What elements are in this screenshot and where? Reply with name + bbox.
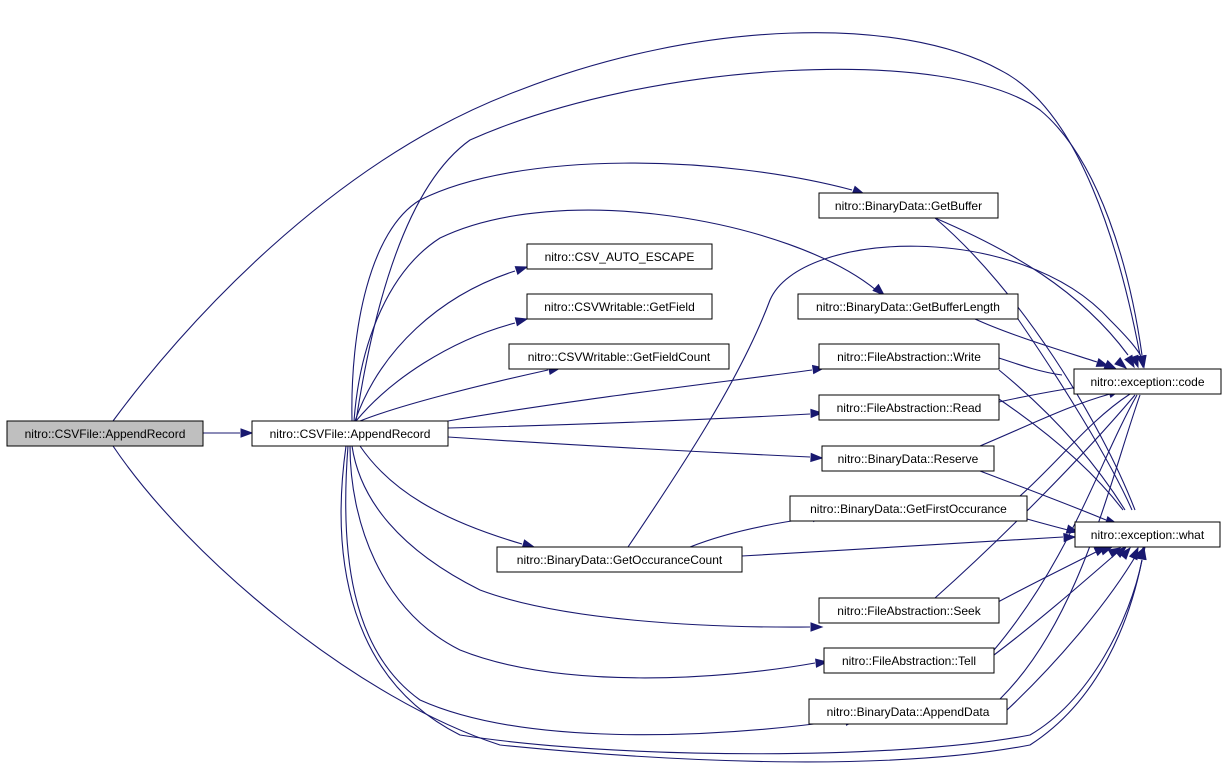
svg-text:nitro::BinaryData::GetFirstOcc: nitro::BinaryData::GetFirstOccurance (810, 502, 1007, 516)
edge-goc-to-gfo (689, 517, 813, 548)
node-root-appendrecord[interactable]: nitro::CSVFile::AppendRecord (6, 420, 204, 447)
edge-main-to-what (340, 445, 1143, 755)
node-fileabstraction-seek[interactable]: nitro::FileAbstraction::Seek (818, 597, 1000, 624)
edge-main-to-seek (351, 445, 811, 628)
node-binarydata-getbufferlength[interactable]: nitro::BinaryData::GetBufferLength (797, 293, 1019, 320)
node-fileabstraction-read[interactable]: nitro::FileAbstraction::Read (818, 394, 1000, 421)
arrowhead-main-to-esc (514, 266, 529, 276)
edge-ad-to-code (999, 394, 1141, 700)
edge-main-to-gb (351, 162, 853, 422)
svg-text:nitro::CSVWritable::GetFieldCo: nitro::CSVWritable::GetFieldCount (528, 350, 711, 364)
edge-gb-to-what (934, 217, 1136, 511)
node-binarydata-getbuffer[interactable]: nitro::BinaryData::GetBuffer (818, 192, 999, 219)
edge-gfo-to-code (1019, 393, 1131, 497)
arrowhead-main-to-code (1137, 354, 1147, 369)
node-csvwritable-getfield[interactable]: nitro::CSVWritable::GetField (526, 293, 713, 320)
svg-text:nitro::CSVWritable::GetField: nitro::CSVWritable::GetField (544, 300, 695, 314)
edge-goc-to-code (627, 245, 1143, 548)
arrowhead-main-to-tell (815, 658, 829, 668)
node-exception-code[interactable]: nitro::exception::code (1073, 368, 1222, 395)
edge-main-to-code (355, 68, 1143, 422)
node-csv-auto-escape[interactable]: nitro::CSV_AUTO_ESCAPE (526, 243, 713, 270)
edge-main-to-gbl (353, 209, 877, 422)
svg-text:nitro::CSVFile::AppendRecord: nitro::CSVFile::AppendRecord (25, 427, 186, 441)
node-fileabstraction-tell[interactable]: nitro::FileAbstraction::Tell (823, 647, 995, 674)
arrowhead-main-to-res (810, 452, 824, 463)
arrowhead-converge-4 (1118, 546, 1131, 560)
edge-main-to-goc (359, 445, 523, 545)
arrowhead-converge-3 (1129, 354, 1139, 369)
arrowhead-main-to-read (810, 408, 824, 419)
edge-main-to-esc (354, 270, 516, 422)
svg-text:nitro::BinaryData::AppendData: nitro::BinaryData::AppendData (827, 705, 990, 719)
arrowhead-converge-5 (1107, 547, 1122, 558)
edge-root-to-code (112, 32, 1141, 422)
edge-gbl-to-code (974, 318, 1098, 363)
edge-main-to-tell (349, 445, 816, 679)
svg-text:nitro::BinaryData::GetBuffer: nitro::BinaryData::GetBuffer (835, 199, 982, 213)
edge-gbl-to-what (1017, 318, 1133, 511)
node-binarydata-reserve[interactable]: nitro::BinaryData::Reserve (821, 445, 995, 472)
svg-text:nitro::FileAbstraction::Tell: nitro::FileAbstraction::Tell (842, 654, 976, 668)
edge-tell-to-code (993, 394, 1138, 651)
edge-root-to-what (112, 445, 1143, 763)
edge-res-to-code (979, 393, 1111, 447)
svg-text:nitro::BinaryData::GetOccuranc: nitro::BinaryData::GetOccuranceCount (517, 553, 723, 567)
arrowhead-main-to-gbl (872, 283, 886, 296)
edge-main-to-gf (355, 322, 516, 422)
node-csvwritable-getfieldcount[interactable]: nitro::CSVWritable::GetFieldCount (508, 343, 730, 370)
arrowhead-root-to-main (240, 428, 254, 438)
svg-text:nitro::FileAbstraction::Write: nitro::FileAbstraction::Write (837, 350, 981, 364)
arrowhead-main-to-seek (810, 622, 824, 632)
edge-main-to-gfc (359, 369, 549, 422)
node-binarydata-appenddata[interactable]: nitro::BinaryData::AppendData (808, 698, 1008, 725)
edge-gfo-to-what (1026, 518, 1069, 531)
svg-text:nitro::CSV_AUTO_ESCAPE: nitro::CSV_AUTO_ESCAPE (545, 250, 695, 264)
node-binarydata-getfirstoccurance[interactable]: nitro::BinaryData::GetFirstOccurance (789, 495, 1028, 522)
svg-text:nitro::exception::what: nitro::exception::what (1091, 528, 1205, 542)
edge-main-to-read (447, 413, 811, 429)
node-binarydata-getoccurancecount[interactable]: nitro::BinaryData::GetOccuranceCount (496, 546, 743, 573)
svg-text:nitro::FileAbstraction::Read: nitro::FileAbstraction::Read (837, 401, 982, 415)
arrowhead-converge-2 (1103, 359, 1118, 370)
edge-tell-to-what (993, 551, 1119, 656)
node-csvfile-appendrecord[interactable]: nitro::CSVFile::AppendRecord (251, 420, 449, 447)
arrowhead-gbl-to-code (1095, 357, 1110, 367)
node-fileabstraction-write[interactable]: nitro::FileAbstraction::Write (818, 343, 1000, 370)
svg-text:nitro::BinaryData::Reserve: nitro::BinaryData::Reserve (838, 452, 979, 466)
node-exception-what[interactable]: nitro::exception::what (1074, 521, 1221, 548)
edge-ad-to-what (1006, 551, 1139, 711)
arrowhead-converge-1 (1114, 356, 1128, 369)
edge-goc-to-what (741, 536, 1064, 557)
arrowhead-converge-6 (1128, 546, 1139, 561)
svg-text:nitro::BinaryData::GetBufferLe: nitro::BinaryData::GetBufferLength (816, 300, 1000, 314)
arrowhead-ad-to-what (1135, 545, 1146, 560)
svg-text:nitro::CSVFile::AppendRecord: nitro::CSVFile::AppendRecord (270, 427, 431, 441)
arrowhead-main-to-gf (514, 317, 529, 327)
edge-read-to-what (992, 394, 1124, 511)
edge-main-to-res (447, 436, 811, 458)
edge-gb-to-code (934, 217, 1129, 356)
edge-main-to-ad (345, 445, 846, 736)
svg-text:nitro::exception::code: nitro::exception::code (1090, 375, 1204, 389)
svg-text:nitro::FileAbstraction::Seek: nitro::FileAbstraction::Seek (837, 604, 981, 618)
edge-write-to-what (998, 369, 1126, 511)
nodes-layer: nitro::CSVFile::AppendRecord nitro::CSVF… (6, 192, 1222, 725)
edge-seek-to-code (934, 394, 1136, 599)
edge-main-to-write (447, 369, 813, 422)
edge-res-to-what (979, 470, 1107, 521)
edge-write-to-code (998, 357, 1063, 376)
